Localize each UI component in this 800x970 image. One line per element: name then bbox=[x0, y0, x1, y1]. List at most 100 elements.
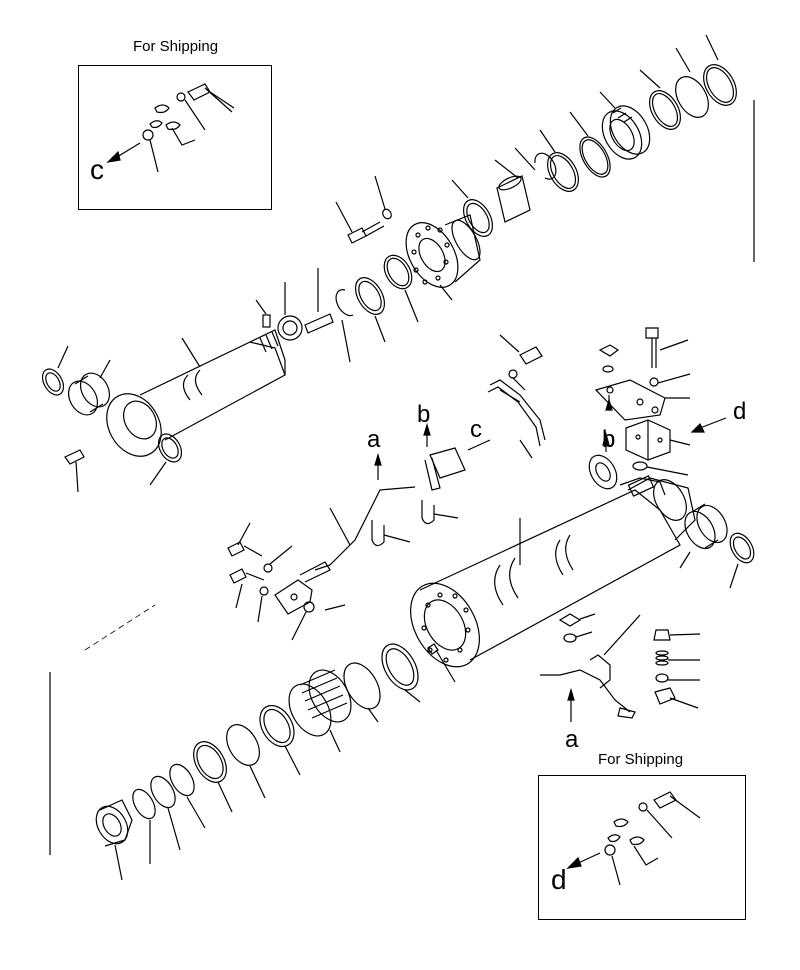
arrow-icon bbox=[106, 150, 121, 163]
washer-icon bbox=[176, 92, 186, 102]
pipe-flange-icon bbox=[424, 447, 466, 491]
u-bolt-icon bbox=[421, 500, 459, 525]
ring-icon bbox=[193, 741, 233, 813]
ring-icon bbox=[649, 90, 681, 130]
bolt-icon bbox=[645, 327, 689, 368]
ref-letter-c-shipping: c bbox=[90, 154, 104, 185]
washer-icon bbox=[259, 586, 269, 596]
bolt-icon bbox=[227, 522, 263, 557]
piston-icon bbox=[288, 669, 352, 753]
shipping-box-top-title: For Shipping bbox=[133, 38, 219, 55]
ref-letter-b-upper: b bbox=[417, 401, 431, 428]
arrow-icon bbox=[690, 422, 705, 433]
bolt-icon bbox=[335, 201, 385, 244]
clamp-half-icon bbox=[154, 104, 170, 114]
ring-icon bbox=[354, 277, 386, 315]
snap-ring-icon bbox=[534, 152, 557, 180]
washer-icon bbox=[263, 563, 273, 573]
washer-icon bbox=[374, 175, 392, 220]
clamp-half-icon bbox=[607, 834, 621, 843]
o-ring-icon bbox=[655, 673, 669, 683]
set-screw-icon bbox=[304, 268, 334, 334]
bracket-plate-icon bbox=[594, 379, 690, 421]
shipping-top-parts bbox=[106, 83, 235, 173]
piston-nut-icon bbox=[601, 105, 651, 160]
nut-icon bbox=[598, 344, 620, 357]
o-ring-icon bbox=[303, 601, 315, 613]
plug-icon bbox=[654, 687, 699, 709]
seal-ring-icon bbox=[729, 532, 755, 589]
shipping-box-top bbox=[78, 65, 272, 210]
ring-icon bbox=[142, 129, 154, 141]
plug-icon bbox=[653, 629, 701, 641]
seal-ring-icon bbox=[451, 179, 494, 237]
o-ring-icon bbox=[632, 461, 648, 471]
clamp-half-icon bbox=[629, 836, 645, 846]
bushing-icon bbox=[679, 503, 728, 569]
stray-dash-line bbox=[84, 604, 156, 651]
arrow-icon bbox=[567, 687, 575, 701]
dust-seal-icon bbox=[149, 433, 183, 486]
pipe-clamp-icon bbox=[487, 379, 546, 459]
bushing-icon bbox=[67, 359, 111, 416]
bolt-icon bbox=[499, 334, 543, 365]
bolt-icon bbox=[229, 568, 265, 609]
ring-icon bbox=[703, 64, 737, 106]
bolt-icon bbox=[187, 83, 235, 113]
ring-icon bbox=[226, 724, 266, 799]
ring-icon bbox=[150, 775, 181, 851]
shipping-box-bottom-title: For Shipping bbox=[598, 751, 684, 768]
ring-icon bbox=[169, 763, 206, 829]
piston-rod-icon bbox=[106, 329, 286, 457]
arrow-icon bbox=[605, 397, 613, 411]
washer-icon bbox=[638, 802, 648, 812]
washer-icon bbox=[563, 633, 577, 643]
ring-icon bbox=[675, 76, 709, 118]
arrow-icon bbox=[374, 452, 382, 466]
ref-letter-c-upper: c bbox=[470, 416, 482, 443]
seal-ring-stack bbox=[514, 34, 737, 192]
clamp-half-icon bbox=[613, 818, 629, 828]
seal-ring-icon bbox=[41, 345, 69, 396]
plug-icon bbox=[427, 643, 439, 655]
wear-ring-icon bbox=[343, 662, 381, 723]
washer-icon bbox=[649, 377, 659, 387]
ref-letter-a-lower: a bbox=[565, 726, 579, 753]
dowel-pin-icon bbox=[262, 314, 271, 328]
dust-seal-icon bbox=[588, 454, 618, 490]
bushing-icon bbox=[494, 159, 531, 223]
valve-block-icon bbox=[625, 419, 691, 461]
washer-icon bbox=[602, 365, 614, 373]
ring-icon bbox=[604, 844, 616, 856]
grease-fitting-icon bbox=[64, 449, 85, 493]
ring-icon bbox=[132, 788, 156, 864]
u-bolt-icon bbox=[371, 520, 411, 547]
rod-nut-icon bbox=[277, 282, 303, 341]
cylinder-tube-icon bbox=[410, 475, 696, 668]
ring-icon bbox=[547, 152, 579, 192]
seal-ring-icon bbox=[259, 704, 301, 776]
arrow-icon bbox=[566, 856, 582, 869]
bolt-icon bbox=[653, 791, 701, 819]
spring-icon bbox=[655, 650, 700, 666]
clamp-half-icon bbox=[149, 120, 163, 129]
seal-ring-icon bbox=[381, 643, 421, 703]
arrow-icon bbox=[602, 431, 610, 446]
split-flange-icon bbox=[274, 579, 313, 615]
hydraulic-tube-icon bbox=[299, 486, 416, 583]
ref-letter-d-right: d bbox=[733, 398, 747, 425]
ref-letter-a-upper: a bbox=[367, 426, 381, 453]
ring-icon bbox=[579, 136, 611, 178]
snap-ring-icon bbox=[335, 289, 354, 317]
washer-icon bbox=[508, 369, 518, 379]
clamp-half-icon bbox=[165, 121, 181, 131]
shipping-box-bottom bbox=[538, 775, 746, 920]
nut-icon bbox=[558, 613, 596, 627]
ref-letter-d-shipping: d bbox=[551, 864, 567, 895]
shipping-bottom-parts bbox=[566, 791, 701, 886]
ring-icon bbox=[383, 254, 413, 290]
piston-nut-icon bbox=[95, 799, 133, 881]
pipe-clamp-icon bbox=[540, 614, 641, 719]
